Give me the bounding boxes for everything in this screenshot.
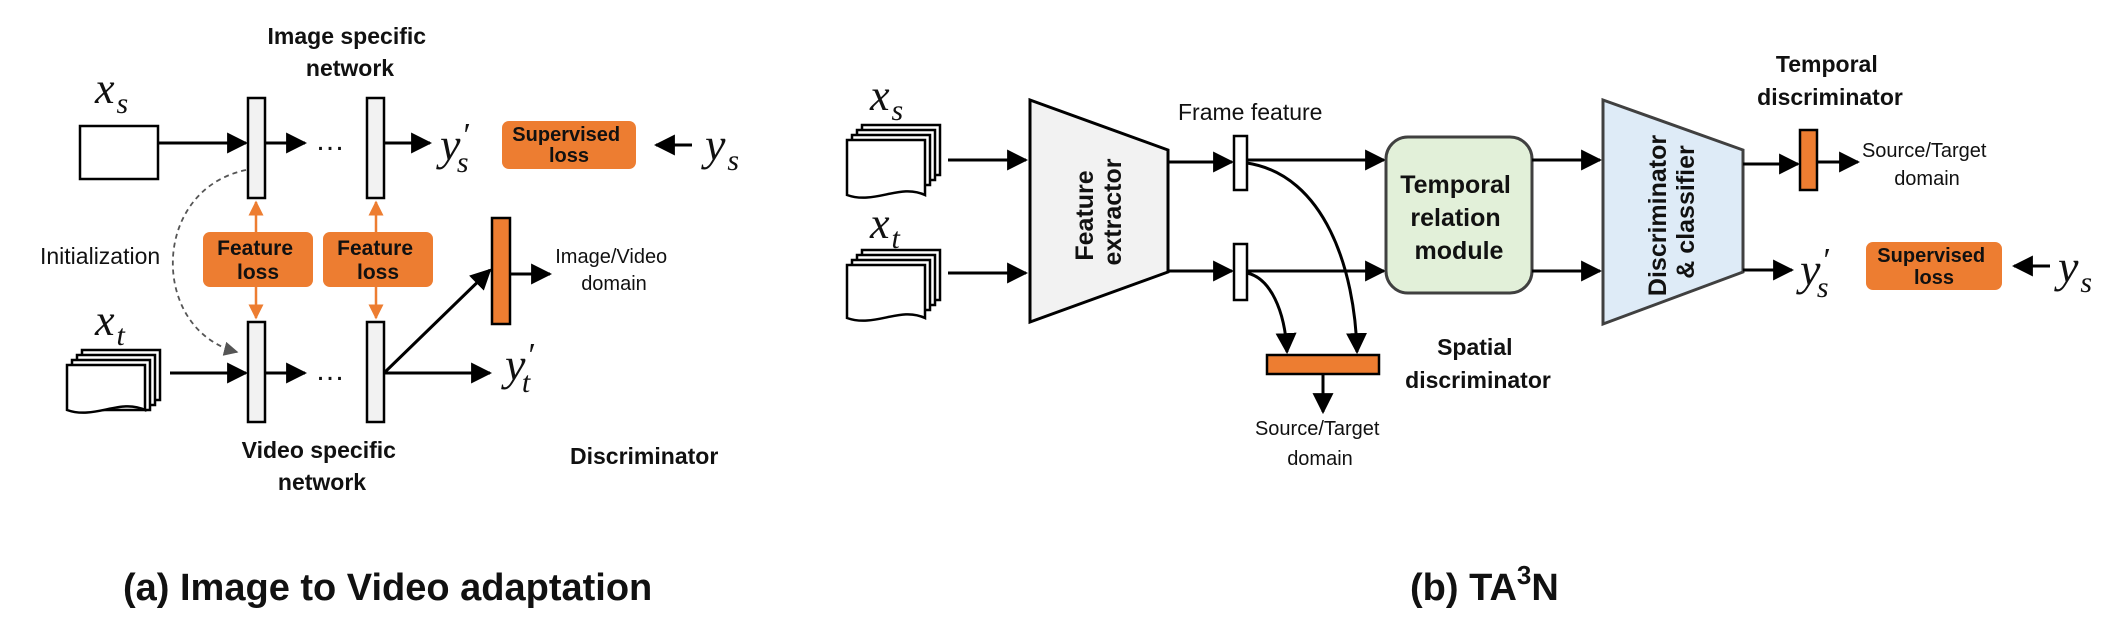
image-video-domain-label: Image/Video domain xyxy=(555,246,673,295)
spatial-discriminator-label: Spatial discriminator xyxy=(1405,334,1551,393)
source-target-domain-bottom: Source/Target domain xyxy=(1255,418,1385,470)
spatial-discriminator-bar xyxy=(1265,353,1381,376)
xt-label-b: xt xyxy=(869,199,901,255)
supervised-loss-text-a: Supervised loss xyxy=(512,124,625,167)
video-layer-n xyxy=(365,320,386,424)
arrow-frame-s-to-spatial xyxy=(1246,161,1368,355)
source-video-frames-b xyxy=(845,123,942,199)
feature-loss-text-1: Feature loss xyxy=(217,237,299,284)
source-image-box xyxy=(78,124,160,181)
target-video-frames-b xyxy=(845,248,942,322)
panel-a: xs Image specific network … y′s Supervis… xyxy=(40,23,739,609)
domain-discriminator-bar xyxy=(490,216,512,326)
xt-label-a: xt xyxy=(94,296,126,352)
arrow-layer-to-discriminator xyxy=(382,268,492,375)
temporal-discriminator-label: Temporal discriminator xyxy=(1757,51,1903,110)
frame-feature-bar-t xyxy=(1232,242,1249,302)
supervised-loss-box-a xyxy=(502,121,636,169)
discriminator-label-a: Discriminator xyxy=(570,443,718,469)
caption-a: (a) Image to Video adaptation xyxy=(123,567,652,609)
ys-pred-label-b: y′s xyxy=(1796,242,1829,304)
temporal-discriminator-bar xyxy=(1798,128,1819,192)
caption-b: (b) TA3N xyxy=(1410,560,1559,609)
arrow-frame-t-to-spatial xyxy=(1246,271,1297,355)
feature-loss-box-1 xyxy=(203,232,313,287)
feature-extractor-label: Feature extractor xyxy=(1071,158,1127,265)
panel-b: xs xt Feature extractor Frame feature xyxy=(845,51,2092,609)
initialization-label: Initialization xyxy=(40,243,160,269)
ellipsis-bottom: … xyxy=(315,354,345,387)
frame-feature-bar-s xyxy=(1232,134,1249,192)
discriminator-classifier-block xyxy=(1601,97,1745,327)
ys-label-a: ys xyxy=(701,119,739,177)
video-layer-1 xyxy=(246,320,267,424)
supervised-loss-text-b: Supervised loss xyxy=(1877,245,1990,289)
source-target-domain-top: Source/Target domain xyxy=(1862,140,1992,190)
target-video-frames-a xyxy=(65,348,162,414)
ys-label-b: ys xyxy=(2054,241,2092,299)
supervised-loss-box-b xyxy=(1866,242,2002,290)
image-layer-1 xyxy=(246,96,267,200)
feature-loss-box-2 xyxy=(323,232,433,287)
image-network-label: Image specific network xyxy=(268,23,433,81)
ellipsis-top: … xyxy=(315,124,345,157)
xs-label-b: xs xyxy=(869,71,903,127)
temporal-relation-module-label: Temporal relation module xyxy=(1400,171,1518,265)
discriminator-classifier-label: Discriminator & classifier xyxy=(1644,128,1700,296)
xs-label-a: xs xyxy=(94,64,128,120)
image-layer-n xyxy=(365,96,386,200)
yt-pred-label-a: y′t xyxy=(501,337,534,399)
temporal-relation-module xyxy=(1384,135,1534,295)
video-network-label: Video specific network xyxy=(242,437,403,495)
feature-loss-text-2: Feature loss xyxy=(337,237,419,284)
ys-pred-label-a: y′s xyxy=(436,117,469,179)
frame-feature-label: Frame feature xyxy=(1178,99,1322,125)
